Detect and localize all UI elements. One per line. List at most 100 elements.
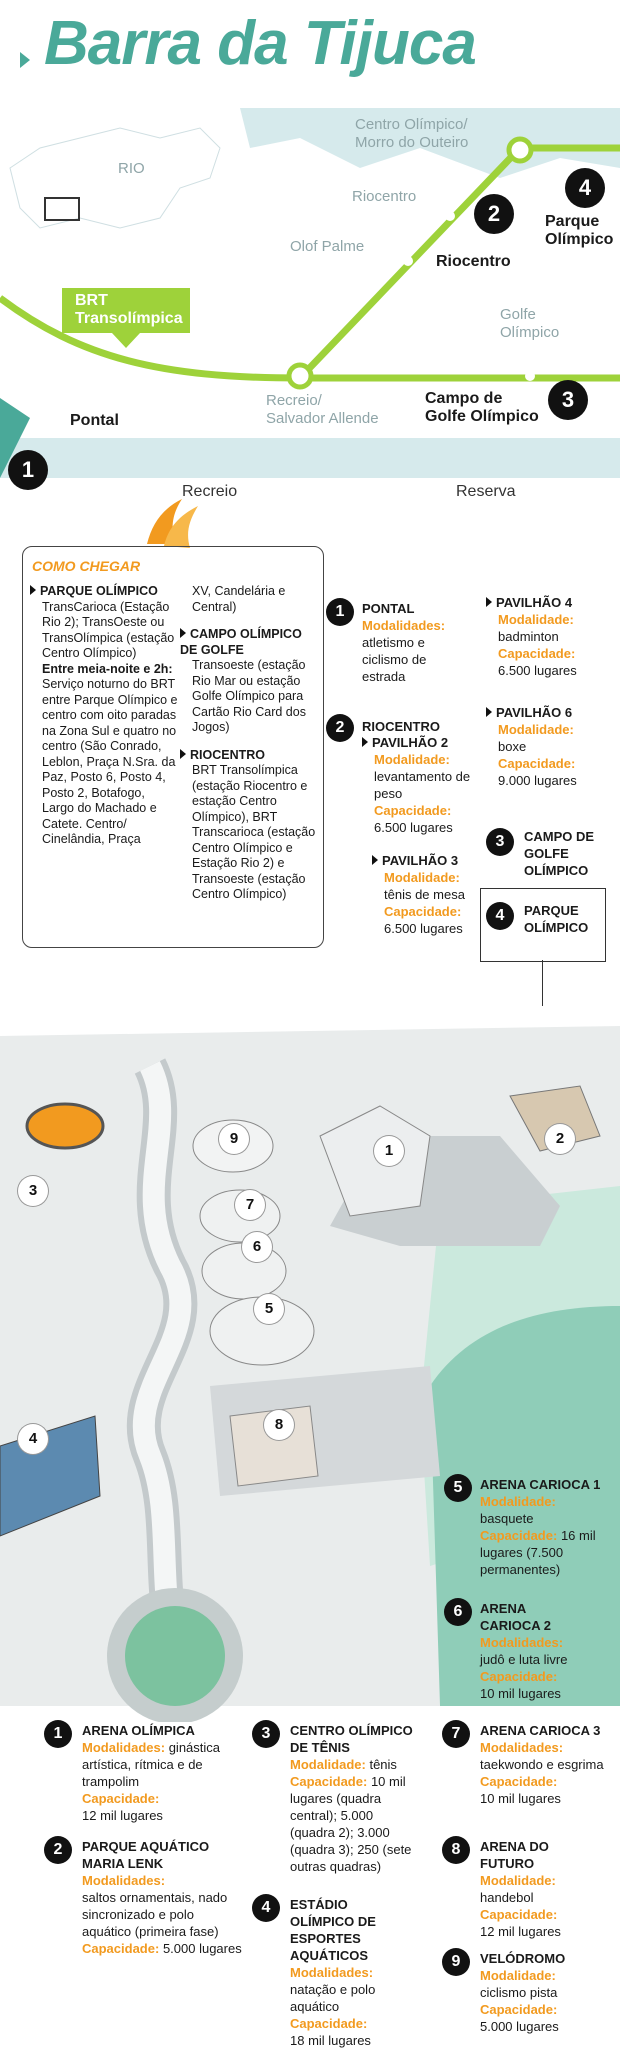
cap-label: Capacidade:: [480, 1907, 558, 1922]
park-marker-2: 2: [545, 1124, 575, 1154]
venue-marker-v7: 7: [442, 1720, 470, 1748]
como-chegar-col2: XV, Candelária e Central) CAMPO OLÍMPICO…: [180, 584, 318, 903]
cap-label: Capacidade:: [498, 756, 576, 771]
venue-marker-parque: 4: [486, 902, 514, 930]
venue-centro-tenis: CENTRO OLÍMPICO DE TÊNIS Modalidade: tên…: [290, 1722, 415, 1875]
venue-name: PAVILHÃO 4: [486, 594, 606, 611]
venue-name: PAVILHÃO 3: [372, 852, 482, 869]
map-marker-3: 3: [548, 380, 588, 420]
cap-label: Capacidade:: [290, 1774, 368, 1789]
cap-label: Capacidade:: [480, 1669, 558, 1684]
cap-value: 6.500 lugares: [384, 921, 463, 936]
cap-value: 18 mil lugares: [290, 2033, 371, 2048]
venue-campo-golfe: CAMPO DE GOLFE OLÍMPICO: [524, 829, 595, 878]
venue-pavilhao-2: PAVILHÃO 2 Modalidade: levantamento de p…: [362, 734, 472, 836]
mod-label: Modalidades:: [480, 1740, 564, 1755]
cap-label: Capacidade:: [480, 2002, 558, 2017]
venue-marker-v1: 1: [44, 1720, 72, 1748]
venue-name: ARENA OLÍMPICA: [82, 1723, 195, 1738]
mod-value: atletismo e ciclismo de estrada: [362, 635, 427, 684]
venue-parque-aquatico: PARQUE AQUÁTICO MARIA LENK Modalidades: …: [82, 1838, 242, 1957]
park-marker-4: 4: [18, 1424, 48, 1454]
cap-label: Capacidade:: [374, 803, 452, 818]
mod-value: levantamento de peso: [374, 769, 471, 801]
parque-olimpico-callout: [480, 888, 606, 962]
riocentro-heading: RIOCENTRO: [180, 748, 318, 764]
cap-value: 12 mil lugares: [82, 1808, 163, 1823]
como-chegar-box: [22, 546, 324, 948]
noite-text: Serviço noturno do BRT entre Parque Olím…: [42, 677, 178, 846]
mod-value: handebol: [480, 1890, 534, 1905]
venue-riocentro: RIOCENTRO: [362, 719, 440, 734]
venue-name: PARQUE AQUÁTICO MARIA LENK: [82, 1839, 210, 1871]
venue-marker-v2: 2: [44, 1836, 72, 1864]
map-label-reserva: Reserva: [456, 483, 516, 500]
mod-label: Modalidades:: [82, 1740, 166, 1755]
region-map: RIO Centro Olímpico/ Morro do Outeiro Ri…: [0, 108, 620, 500]
venue-estadio-aquatico: ESTÁDIO OLÍMPICO DE ESPORTES AQUÁTICOS M…: [290, 1896, 415, 2049]
venue-arena-futuro: ARENA DO FUTURO Modalidade: handebol Cap…: [480, 1838, 605, 1940]
cap-value: 16 mil lugares (7.500 permanentes): [480, 1528, 596, 1577]
map-label-pontal: Pontal: [70, 412, 119, 429]
map-label-parque-olimpico: Parque Olímpico: [545, 213, 614, 248]
page-title: Barra da Tijuca: [44, 9, 477, 78]
venue-pontal: PONTAL Modalidades: atletismo e ciclismo…: [362, 600, 462, 685]
golfe-text: Transoeste (estação Rio Mar ou estação G…: [192, 658, 306, 734]
mod-label: Modalidade:: [498, 612, 574, 627]
mod-value: tênis de mesa: [384, 887, 465, 902]
mod-label: Modalidade:: [480, 1494, 556, 1509]
map-label-riocentro-station: Riocentro: [352, 188, 417, 205]
cap-value: 6.500 lugares: [374, 820, 453, 835]
cap-value: 6.500 lugares: [498, 663, 577, 678]
venue-marker-v8: 8: [442, 1836, 470, 1864]
cap-value: 10 mil lugares (quadra central); 5.000 (…: [290, 1774, 412, 1874]
noite-text-cont: XV, Candelária e Central): [192, 584, 286, 614]
map-label-riocentro: Riocentro: [436, 253, 511, 270]
venue-parque-olimpico: PARQUE OLÍMPICO: [524, 903, 589, 935]
cap-label: Capacidade:: [82, 1941, 160, 1956]
venue-marker-pontal: 1: [326, 598, 354, 626]
map-label-rio: RIO: [118, 160, 145, 177]
venue-name: ESTÁDIO OLÍMPICO DE ESPORTES AQUÁTICOS: [290, 1897, 376, 1963]
venue-marker-6: 6: [444, 1598, 472, 1626]
venue-arena-carioca-3: ARENA CARIOCA 3 Modalidades: taekwondo e…: [480, 1722, 605, 1807]
cap-value: 9.000 lugares: [498, 773, 577, 788]
mod-label: Modalidades:: [480, 1635, 564, 1650]
cap-value: 5.000 lugares: [480, 2019, 559, 2034]
riocentro-text: BRT Transolímpica (estação Riocentro e e…: [192, 763, 316, 901]
cap-value: 10 mil lugares: [480, 1686, 561, 1701]
park-illustration: [0, 1006, 620, 1722]
venue-name: ARENA CARIOCA 2: [480, 1601, 552, 1633]
venue-marker-v4: 4: [252, 1894, 280, 1922]
golfe-heading: CAMPO OLÍMPICO DE GOLFE: [180, 627, 318, 658]
venue-marker-campo-golfe: 3: [486, 828, 514, 856]
map-label-golfe-olimpico: Golfe Olímpico: [500, 306, 560, 341]
venue-name: ARENA DO FUTURO: [480, 1839, 549, 1871]
cap-label: Capacidade:: [480, 1774, 558, 1789]
mod-label: Modalidade:: [498, 722, 574, 737]
venue-name: PONTAL: [362, 601, 415, 616]
venue-velodromo: VELÓDROMO Modalidade: ciclismo pista Cap…: [480, 1950, 605, 2035]
map-marker-2: 2: [474, 194, 514, 234]
cap-value: 12 mil lugares: [480, 1924, 561, 1939]
venue-arena-olimpica: ARENA OLÍMPICA Modalidades: ginástica ar…: [82, 1722, 232, 1824]
map-marker-1: 1: [8, 450, 48, 490]
venue-name: ARENA CARIOCA 3: [480, 1723, 601, 1738]
mod-label: Modalidade:: [480, 1968, 556, 1983]
venue-pavilhao-6: PAVILHÃO 6 Modalidade: boxe Capacidade: …: [486, 704, 606, 789]
mod-value: ginástica artística, rítmica e de trampo…: [82, 1740, 221, 1789]
mod-label: Modalidades:: [362, 618, 446, 633]
venue-name: CENTRO OLÍMPICO DE TÊNIS: [290, 1723, 413, 1755]
cap-value: 10 mil lugares: [480, 1791, 561, 1806]
park-marker-3: 3: [18, 1176, 48, 1206]
mod-label: Modalidade:: [290, 1757, 366, 1772]
mod-label: Modalidade:: [480, 1873, 556, 1888]
mod-value: natação e polo aquático: [290, 1982, 376, 2014]
park-marker-8: 8: [264, 1410, 294, 1440]
mod-label: Modalidades:: [290, 1965, 374, 1980]
cap-label: Capacidade:: [82, 1791, 160, 1806]
mod-value: judô e luta livre: [480, 1652, 568, 1667]
venue-pavilhao-4: PAVILHÃO 4 Modalidade: badminton Capacid…: [486, 594, 606, 679]
park-marker-1: 1: [374, 1136, 404, 1166]
mod-value: ciclismo pista: [480, 1985, 558, 2000]
